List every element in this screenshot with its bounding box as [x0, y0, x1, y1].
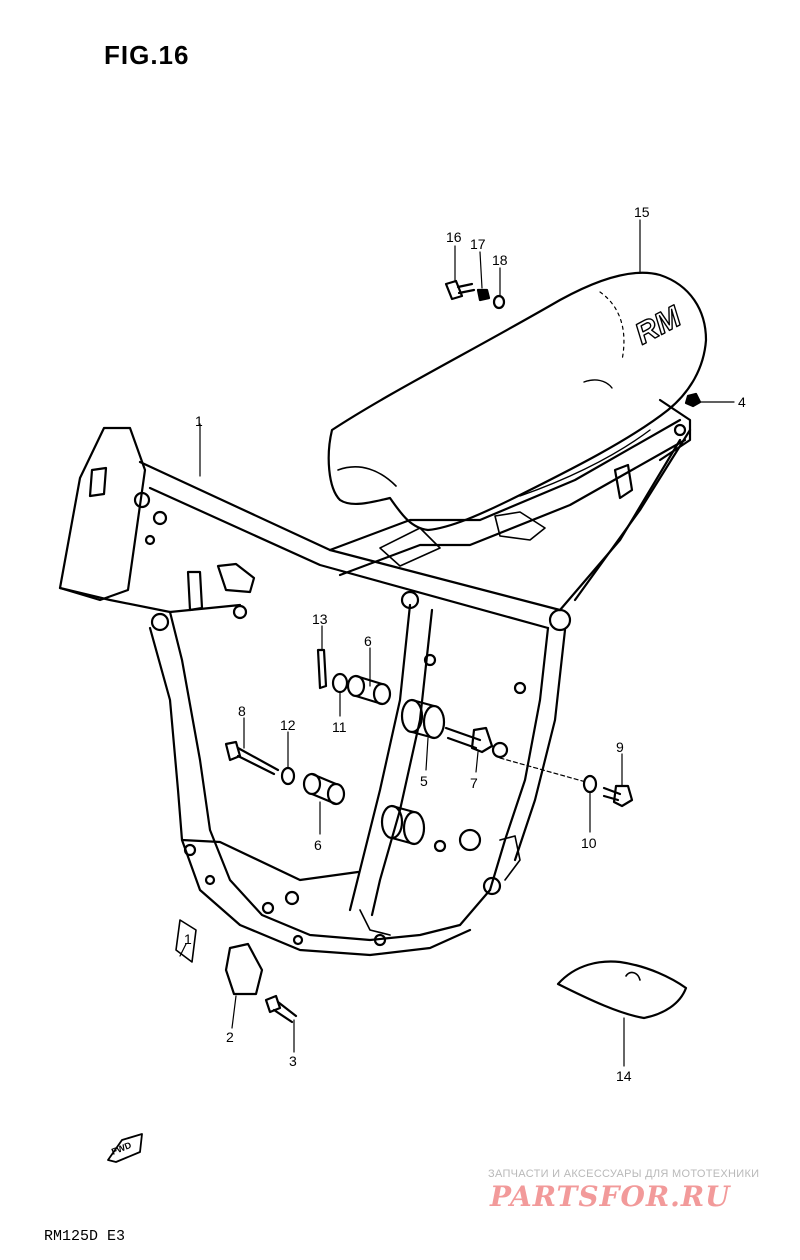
callout-14: 14 [616, 1068, 632, 1084]
callout-7: 7 [470, 775, 478, 791]
washer-12 [280, 766, 296, 786]
callout-8: 8 [238, 703, 246, 719]
pin-13 [316, 648, 328, 690]
bolt-7 [444, 726, 494, 754]
callout-4: 4 [738, 394, 746, 410]
callout-2: 2 [226, 1029, 234, 1045]
callout-5: 5 [420, 773, 428, 789]
bolt-16 [444, 279, 476, 301]
callout-1-frame: 1 [195, 413, 203, 429]
model-code: RM125D E3 [44, 1228, 126, 1245]
bolt-8 [224, 740, 280, 776]
collar-6-upper [346, 674, 392, 706]
cushion-5-upper [400, 698, 446, 740]
watermark-logo: PARTSFOR.RU [490, 1180, 731, 1213]
collar-6-lower [302, 772, 346, 806]
callout-13: 13 [312, 611, 328, 627]
callout-15: 15 [634, 204, 650, 220]
nut-4 [684, 392, 702, 408]
callout-17: 17 [470, 236, 486, 252]
callout-9: 9 [616, 739, 624, 755]
callout-6-lower: 6 [314, 837, 322, 853]
seat-logo: RM [630, 300, 688, 352]
bolt-9 [602, 784, 634, 808]
washer-18 [492, 294, 506, 310]
cushion-5-lower [380, 804, 426, 846]
watermark-tagline: ЗАПЧАСТИ И АКСЕССУАРЫ ДЛЯ МОТОТЕХНИКИ [488, 1168, 760, 1180]
plate-14 [556, 960, 688, 1020]
callout-6-upper: 6 [364, 633, 372, 649]
washer-11 [331, 672, 349, 694]
callout-12: 12 [280, 717, 296, 733]
callout-16: 16 [446, 229, 462, 245]
callout-10: 10 [581, 835, 597, 851]
figure-title: FIG.16 [104, 40, 190, 70]
bracket-1 [175, 919, 197, 963]
bracket-2 [224, 942, 264, 996]
bolt-3 [264, 994, 298, 1024]
forward-label: FWD [110, 1140, 133, 1157]
callout-18: 18 [492, 252, 508, 268]
frame-part [58, 398, 692, 957]
callout-1-bracket: 1 [184, 931, 192, 947]
nut-17 [476, 288, 491, 302]
forward-arrow-icon [107, 1133, 143, 1163]
washer-10 [582, 774, 598, 794]
callout-11: 11 [332, 719, 347, 735]
callout-3: 3 [289, 1053, 297, 1069]
